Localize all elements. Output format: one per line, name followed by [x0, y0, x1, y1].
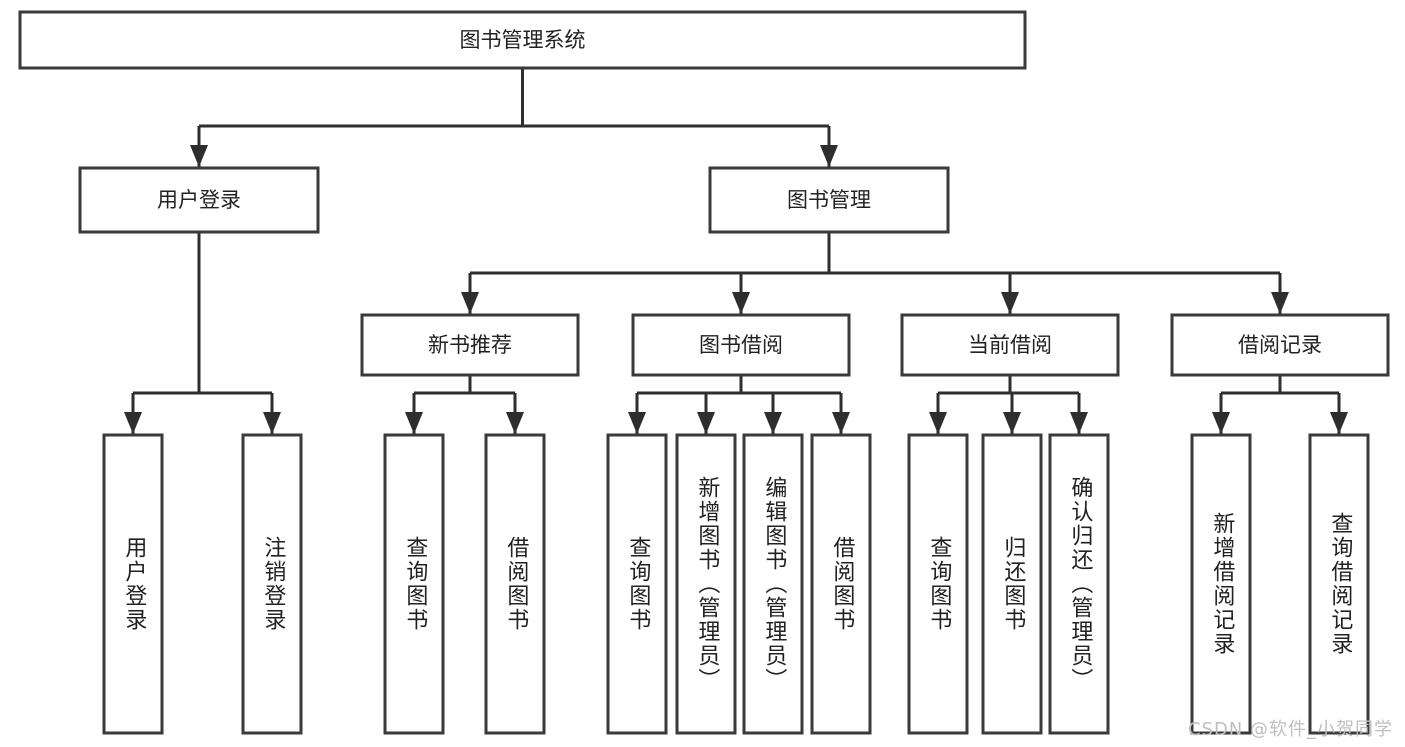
arrow-icon-new-book-recommend — [461, 292, 479, 314]
node-box-leaf-logout[interactable] — [241, 433, 303, 735]
node-box-book-borrow[interactable] — [631, 313, 851, 377]
node-box-leaf-user-login[interactable] — [102, 433, 164, 735]
arrow-icon-leaf-logout — [263, 412, 281, 434]
node-label-book-borrow: 图书借阅 — [699, 333, 783, 357]
node-label-book-management: 图书管理 — [787, 188, 871, 212]
arrow-icon-leaf-add-book-admin — [697, 412, 715, 434]
node-label-user-login: 用户登录 — [157, 188, 241, 212]
connector-layer — [124, 68, 1348, 434]
box-layer — [18, 10, 1390, 735]
node-box-new-book-recommend[interactable] — [360, 313, 580, 377]
arrow-icon-book-borrow — [732, 292, 750, 314]
arrow-icon-leaf-query-book-cur — [929, 412, 947, 434]
arrow-icon-leaf-add-borrow-record — [1212, 412, 1230, 434]
arrow-icon-user-login — [190, 145, 208, 167]
node-label-current-borrow: 当前借阅 — [968, 333, 1052, 357]
arrow-icon-leaf-query-book-rec — [405, 412, 423, 434]
node-box-leaf-query-borrow-record[interactable] — [1308, 433, 1370, 735]
arrow-icon-book-management — [820, 145, 838, 167]
arrow-icon-leaf-return-book — [1003, 412, 1021, 434]
node-box-leaf-add-book-admin[interactable] — [675, 433, 737, 735]
node-box-leaf-return-book[interactable] — [981, 433, 1043, 735]
node-box-leaf-query-book-brw[interactable] — [606, 433, 668, 735]
node-label-borrow-record: 借阅记录 — [1238, 333, 1322, 357]
csdn-watermark: CSDN @软件_小贺同学 — [1187, 719, 1393, 740]
node-box-leaf-confirm-return[interactable] — [1048, 433, 1110, 735]
arrow-icon-borrow-record — [1271, 292, 1289, 314]
node-box-leaf-borrow-book-rec[interactable] — [484, 433, 546, 735]
node-box-leaf-borrow-book-brw[interactable] — [810, 433, 872, 735]
arrow-icon-leaf-borrow-book-rec — [506, 412, 524, 434]
node-label-new-book-recommend: 新书推荐 — [428, 333, 512, 357]
arrow-icon-leaf-user-login — [124, 412, 142, 434]
node-box-leaf-add-borrow-record[interactable] — [1190, 433, 1252, 735]
node-box-current-borrow[interactable] — [900, 313, 1120, 377]
node-box-root[interactable] — [18, 10, 1027, 70]
node-box-book-management[interactable] — [708, 166, 950, 234]
arrow-icon-leaf-query-book-brw — [628, 412, 646, 434]
node-box-leaf-edit-book-admin[interactable] — [742, 433, 804, 735]
arrow-icon-current-borrow — [1001, 292, 1019, 314]
node-label-root: 图书管理系统 — [460, 28, 586, 52]
arrow-icon-leaf-edit-book-admin — [764, 412, 782, 434]
arrow-icon-leaf-query-borrow-record — [1330, 412, 1348, 434]
arrow-icon-leaf-confirm-return — [1070, 412, 1088, 434]
node-box-leaf-query-book-rec[interactable] — [383, 433, 445, 735]
node-box-borrow-record[interactable] — [1170, 313, 1390, 377]
arrow-icon-leaf-borrow-book-brw — [832, 412, 850, 434]
node-box-user-login[interactable] — [78, 166, 320, 234]
node-box-leaf-query-book-cur[interactable] — [907, 433, 969, 735]
